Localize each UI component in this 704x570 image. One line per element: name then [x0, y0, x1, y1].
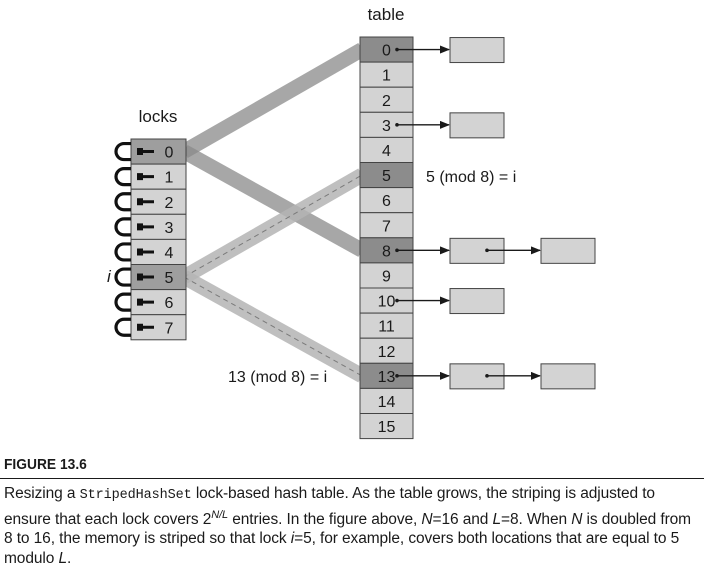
lock-i-label: i — [107, 267, 112, 286]
padlock-icon — [114, 167, 131, 187]
padlock-icon — [114, 242, 131, 262]
table-index-label: 5 — [382, 168, 391, 185]
padlock-icon — [114, 317, 131, 337]
table-cell — [359, 136, 414, 163]
table-index-label: 1 — [382, 68, 391, 85]
key-icon — [137, 148, 154, 156]
table-cell — [359, 187, 414, 214]
table-title: table — [368, 5, 405, 24]
pointer-origin — [485, 374, 489, 378]
code-class-name: StripedHashSet — [79, 488, 192, 503]
table-index-label: 12 — [378, 344, 396, 361]
pointer-origin — [485, 248, 489, 253]
pointer-origin — [395, 123, 399, 127]
pointer-origin — [395, 47, 399, 52]
table-cell — [359, 387, 414, 414]
key-icon — [137, 248, 154, 256]
lock-index-label: 0 — [165, 145, 174, 162]
key-icon — [137, 223, 154, 231]
stripe-lock0-row0 — [180, 43, 366, 159]
table-index-label: 14 — [378, 394, 396, 411]
list-node — [449, 37, 505, 64]
table-cell — [359, 413, 414, 440]
lock-index-label: 6 — [165, 295, 174, 312]
key-icon — [137, 323, 154, 331]
locks-title: locks — [139, 107, 178, 126]
figure-caption: Resizing a StripedHashSet lock-based has… — [4, 485, 691, 567]
key-icon — [137, 173, 154, 181]
table-index-label: 9 — [382, 268, 391, 285]
annotation-mod13: 13 (mod 8) = i — [228, 369, 327, 386]
list-node — [540, 237, 596, 264]
stripe-lock0-row8 — [180, 144, 366, 257]
stripe-edge-dashed — [183, 276, 363, 377]
lock-index-label: 1 — [165, 170, 174, 187]
key-icon — [137, 198, 154, 206]
caption-divider — [0, 478, 704, 479]
table-cell — [359, 312, 414, 339]
key-icon — [137, 298, 154, 306]
table-cell — [359, 162, 414, 189]
table-cell — [359, 61, 414, 88]
pointer-origin — [395, 248, 399, 253]
table-index-label: 15 — [378, 419, 396, 436]
lock-index-label: 5 — [165, 270, 174, 287]
table-index-label: 10 — [378, 294, 396, 311]
table-index-label: 4 — [382, 143, 391, 160]
lock-index-label: 2 — [165, 195, 174, 212]
table-index-label: 8 — [382, 243, 391, 260]
table-index-label: 13 — [378, 369, 396, 386]
key-icon — [137, 273, 154, 281]
table-index-label: 0 — [382, 43, 391, 60]
bucket-entries — [395, 37, 596, 390]
table-cell — [359, 86, 414, 113]
table-index-label: 3 — [382, 118, 391, 135]
padlock-icon — [114, 217, 131, 237]
lock-stripes — [180, 43, 366, 383]
lock-array: 0 1 2 3 4 5 6 7 — [114, 138, 187, 341]
pointer-origin — [395, 374, 399, 378]
table-cell — [359, 337, 414, 364]
padlock-icon — [114, 292, 131, 312]
table-index-label: 7 — [382, 218, 391, 235]
annotation-mod5: 5 (mod 8) = i — [426, 169, 516, 186]
pointer-origin — [395, 298, 399, 303]
table-index-label: 6 — [382, 193, 391, 210]
padlock-icon — [114, 141, 131, 162]
table-index-label: 11 — [378, 319, 395, 336]
stripe-edge-dashed — [183, 174, 363, 278]
padlock-icon — [114, 192, 131, 212]
figure-label: FIGURE 13.6 — [4, 456, 87, 473]
list-node — [449, 112, 505, 139]
list-node — [540, 363, 596, 390]
lock-index-label: 4 — [165, 245, 174, 262]
lock-index-label: 7 — [165, 320, 174, 337]
lock-index-label: 3 — [165, 220, 174, 237]
table-index-label: 2 — [382, 93, 391, 110]
padlock-icon — [114, 267, 131, 287]
list-node — [449, 288, 505, 315]
